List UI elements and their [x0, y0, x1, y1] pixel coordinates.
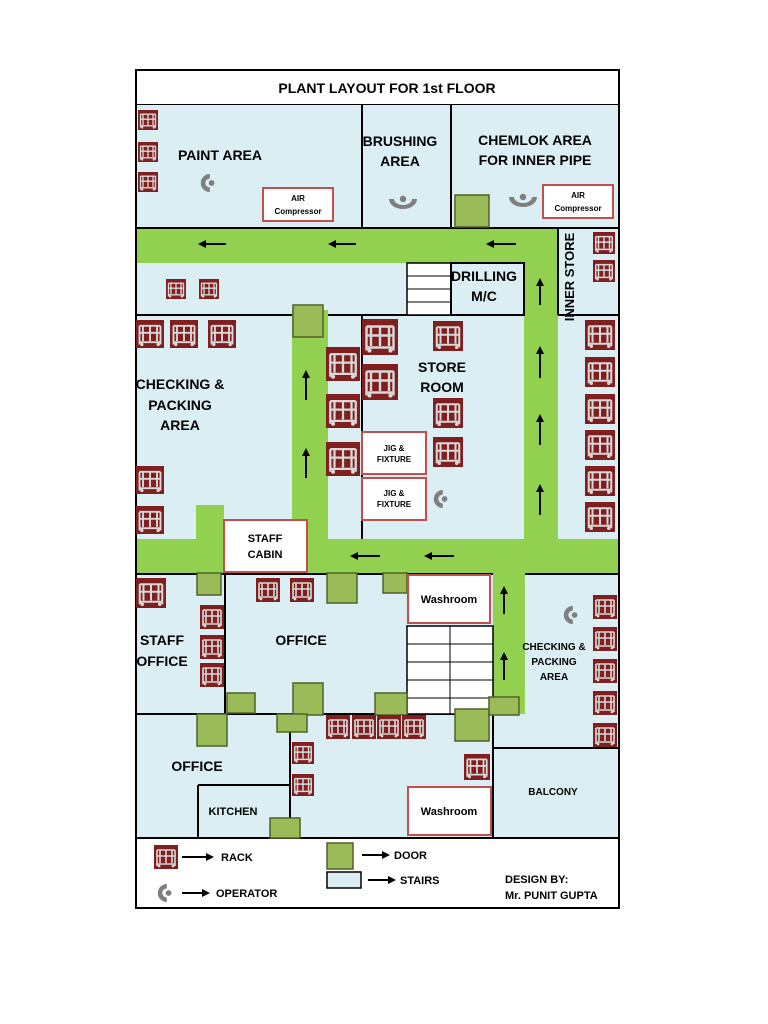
- legend-stairs-label: STAIRS: [400, 875, 440, 887]
- brushing-area-label-line1: BRUSHING: [363, 133, 438, 149]
- drilling-label-line2: M/C: [471, 288, 497, 304]
- legend-rack-icon: [154, 844, 178, 870]
- store-room-label-line1: STORE: [418, 359, 466, 375]
- doors: [196, 194, 520, 839]
- balcony-label: BALCONY: [528, 787, 578, 798]
- air-compressor-right-line2: Compressor: [554, 204, 601, 213]
- washroom-lower-label: Washroom: [421, 806, 478, 818]
- drilling-label-line1: DRILLING: [451, 268, 517, 284]
- brushing-area-label-line2: AREA: [380, 153, 420, 169]
- air-compressor-left-line2: Compressor: [274, 207, 321, 216]
- flow-arrows: [198, 240, 544, 680]
- equipment-boxes: [223, 184, 614, 836]
- checking-left-label-line3: AREA: [160, 417, 200, 433]
- checking-right-label-line2: PACKING: [531, 657, 577, 668]
- chemlok-area-label-line2: FOR INNER PIPE: [479, 152, 592, 168]
- air-compressor-left-line1: AIR: [291, 194, 305, 203]
- staff-office-label-line1: STAFF: [140, 632, 185, 648]
- legend: RACK OPERATOR DOOR STAIRS DESIGN BY: Mr.…: [154, 842, 598, 902]
- design-by-label: DESIGN BY:: [505, 874, 568, 886]
- legend-rack-label: RACK: [221, 852, 253, 864]
- jig-fixture-2-line1: JIG &: [384, 489, 405, 498]
- staff-cabin-label-line1: STAFF: [248, 533, 283, 545]
- kitchen-label: KITCHEN: [209, 806, 258, 818]
- legend-door-label: DOOR: [394, 850, 427, 862]
- chemlok-area-label-line1: CHEMLOK AREA: [478, 132, 592, 148]
- office-lower-label: OFFICE: [171, 758, 222, 774]
- walls: [135, 69, 620, 909]
- stairs-lower: [406, 625, 494, 715]
- checking-left-label-line2: PACKING: [148, 397, 212, 413]
- checking-right-label-line1: CHECKING &: [522, 642, 585, 653]
- checking-right-label-line3: AREA: [540, 672, 568, 683]
- jig-fixture-1-line2: FIXTURE: [377, 455, 412, 464]
- staff-office-label-line2: OFFICE: [136, 653, 187, 669]
- legend-operator-icon: [157, 884, 172, 902]
- staff-cabin-label-line2: CABIN: [248, 549, 283, 561]
- plan-title: PLANT LAYOUT FOR 1st FLOOR: [278, 80, 495, 96]
- legend-stairs-icon: [326, 871, 362, 889]
- checking-left-label-line1: CHECKING &: [136, 376, 225, 392]
- jig-fixture-2-line2: FIXTURE: [377, 500, 412, 509]
- office-main-label: OFFICE: [275, 632, 326, 648]
- inner-store-label: INNER STORE: [562, 232, 577, 321]
- air-compressor-right-line1: AIR: [571, 191, 585, 200]
- washroom-upper-label: Washroom: [421, 594, 478, 606]
- store-room-label-line2: ROOM: [420, 379, 464, 395]
- corridors: [136, 228, 619, 714]
- legend-operator-label: OPERATOR: [216, 888, 277, 900]
- designer-name: Mr. PUNIT GUPTA: [505, 890, 598, 902]
- legend-door-icon: [326, 842, 354, 870]
- jig-fixture-1-line1: JIG &: [384, 444, 405, 453]
- drilling-machine-box: [450, 262, 525, 316]
- stairs-upper: [406, 262, 452, 316]
- paint-area-label: PAINT AREA: [178, 147, 262, 163]
